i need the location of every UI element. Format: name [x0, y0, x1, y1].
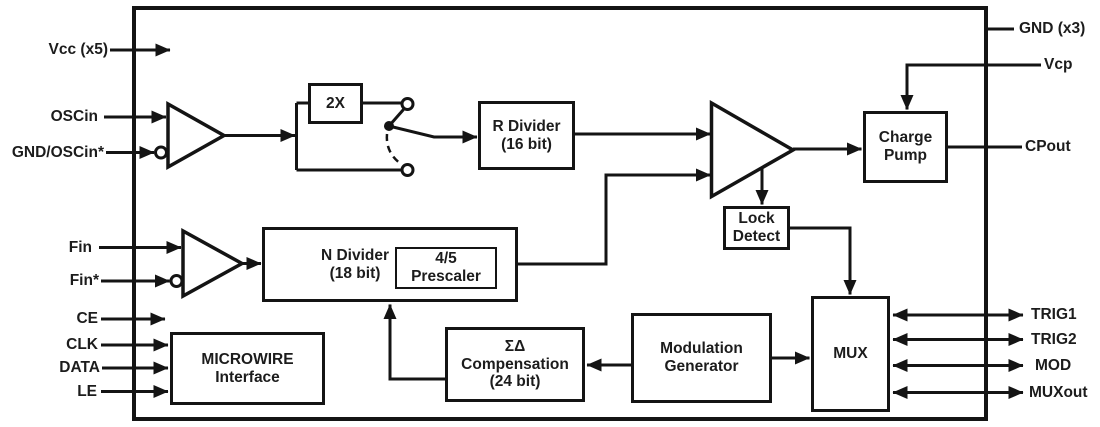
- microwire-label-2: Interface: [215, 368, 280, 386]
- wire-lockdetect-to-mux: [790, 226, 857, 295]
- pin-label-finb: Fin*: [69, 272, 99, 289]
- pin-label-muxout: MUXout: [1029, 383, 1088, 401]
- switch-throw-arc: [385, 133, 400, 163]
- pin-label-data: DATA: [59, 359, 100, 376]
- n-divider-label: N Divider (18 bit): [294, 246, 416, 284]
- fin-buffer-triangle: [181, 228, 246, 299]
- pin-label-gnd: GND (x3): [1019, 20, 1086, 37]
- pin-label-ce: CE: [76, 310, 98, 327]
- charge-pump-label-1: Charge: [878, 129, 933, 147]
- pin-label-clk: CLK: [66, 336, 98, 353]
- charge-pump-label-2: Pump: [883, 147, 928, 164]
- lock-detect-label-1: Lock: [738, 210, 775, 228]
- block-lock-detect: Lock Detect: [723, 206, 790, 250]
- pin-label-vcp: Vcp: [1044, 56, 1073, 73]
- pin-label-gnd-oscinb: GND/OSCin*: [11, 143, 104, 161]
- pin-label-cpout: CPout: [1025, 138, 1071, 155]
- mux-label: MUX: [833, 345, 868, 363]
- pin-label-trig2: TRIG2: [1031, 330, 1077, 348]
- switch-arm: [387, 108, 405, 127]
- block-charge-pump: Charge Pump: [863, 111, 948, 183]
- block-modulation-generator: Modulation Generator: [631, 313, 772, 403]
- n-divider-label-2: (18 bit): [329, 265, 381, 282]
- n-divider-label-1: N Divider: [320, 247, 390, 265]
- prescaler-label-2: Prescaler: [411, 268, 481, 285]
- wire-vcp: [900, 63, 1041, 110]
- lock-detect-label-2: Detect: [732, 228, 781, 245]
- pin-label-vcc: Vcc (x5): [48, 41, 108, 58]
- sigma-delta-label-1: ΣΔ: [504, 337, 526, 355]
- block-r-divider: R Divider (16 bit): [478, 101, 575, 170]
- sigma-delta-label-2: Compensation: [461, 355, 569, 373]
- pin-label-mod: MOD: [1035, 356, 1072, 374]
- mod-gen-label-2: Generator: [664, 358, 739, 375]
- pin-label-oscin: OSCin: [50, 108, 98, 125]
- microwire-label-1: MICROWIRE: [201, 350, 294, 368]
- sigma-delta-label-3: (24 bit): [489, 373, 541, 391]
- block-mux: MUX: [811, 296, 890, 412]
- inverting-bubble-oscin: [154, 145, 168, 160]
- phase-detector-triangle: [709, 99, 797, 200]
- block-microwire-interface: MICROWIRE Interface: [170, 332, 325, 405]
- block-prescaler: 4/5 Prescaler: [395, 247, 497, 289]
- prescaler-label-1: 4/5: [435, 250, 457, 268]
- mod-gen-label-1: Modulation: [660, 340, 743, 358]
- block-sigma-delta-compensation: ΣΔ Compensation (24 bit): [445, 327, 585, 402]
- switch-terminal-bottom: [400, 163, 415, 177]
- switch-terminal-top: [400, 97, 415, 111]
- inverting-bubble-fin: [169, 274, 184, 288]
- pin-label-le: LE: [77, 382, 97, 400]
- doubler-label: 2X: [326, 94, 345, 112]
- wire-sd-to-ndivider: [383, 304, 445, 381]
- osc-buffer-triangle: [166, 101, 228, 170]
- r-divider-label-2: (16 bit): [501, 135, 552, 153]
- pin-label-trig1: TRIG1: [1031, 306, 1077, 323]
- r-divider-label-1: R Divider: [492, 117, 561, 135]
- block-2x-doubler: 2X: [308, 83, 363, 124]
- wire-ndivider-to-pd: [518, 168, 711, 266]
- wire-switch-to-rdivider: [388, 124, 478, 144]
- pin-label-fin: Fin: [68, 238, 92, 256]
